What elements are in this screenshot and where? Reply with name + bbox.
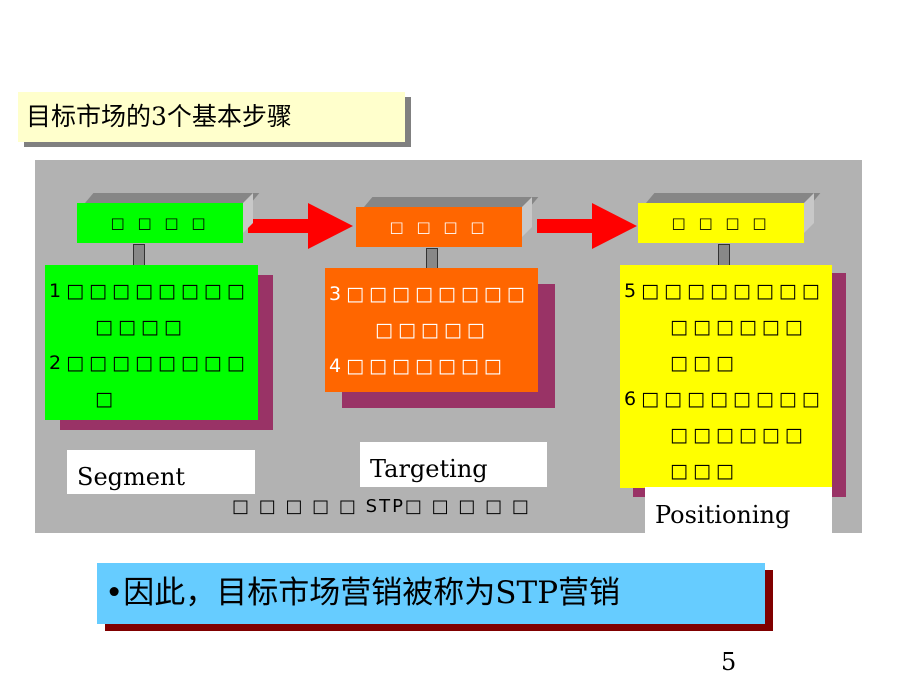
arrow-segment-to-targeting — [248, 219, 310, 233]
positioning-line: 5□□□□□□□□ — [624, 280, 825, 302]
segment-header: □ □ □ □ — [77, 203, 243, 243]
positioning-line: □□□ — [670, 352, 739, 374]
targeting-line: 3□□□□□□□□ — [329, 283, 530, 305]
arrow-head-icon — [592, 203, 637, 249]
diagram-caption: □ □ □ □ □ STP□ □ □ □ □ — [232, 496, 531, 517]
positioning-line: □□□ — [670, 460, 739, 482]
positioning-line: 6□□□□□□□□ — [624, 388, 825, 410]
stp-banner: •因此，目标市场营销被称为STP营销 — [97, 563, 765, 624]
targeting-line: 4□□□□□□□ — [329, 355, 507, 377]
positioning-header: □ □ □ □ — [638, 203, 804, 243]
segment-body: 1□□□□□□□□ □□□□ 2□□□□□□□□ □ — [45, 265, 258, 420]
down-arrow-icon — [128, 244, 150, 274]
targeting-label: Targeting — [360, 442, 547, 487]
segment-line: 1□□□□□□□□ — [49, 280, 250, 302]
targeting-line: □□□□□ — [375, 319, 490, 341]
segment-label: Segment — [67, 450, 255, 494]
slide-title: 目标市场的3个基本步骤 — [18, 92, 405, 142]
down-arrow-icon — [421, 248, 443, 278]
segment-line: 2□□□□□□□□ — [49, 352, 250, 374]
positioning-body: 5□□□□□□□□ □□□□□□ □□□ 6□□□□□□□□ □□□□□□ □□… — [620, 265, 832, 488]
arrow-targeting-to-positioning — [537, 219, 593, 233]
page-number: 5 — [721, 648, 737, 676]
positioning-line: □□□□□□ — [670, 424, 808, 446]
down-arrow-icon — [713, 244, 735, 274]
targeting-body: 3□□□□□□□□ □□□□□ 4□□□□□□□ — [325, 268, 538, 392]
positioning-line: □□□□□□ — [670, 316, 808, 338]
positioning-label: Positioning — [645, 487, 832, 533]
arrow-head-icon — [308, 203, 353, 249]
segment-line: □□□□ — [95, 316, 187, 338]
targeting-header: □ □ □ □ — [356, 207, 522, 247]
segment-line: □ — [95, 388, 118, 410]
